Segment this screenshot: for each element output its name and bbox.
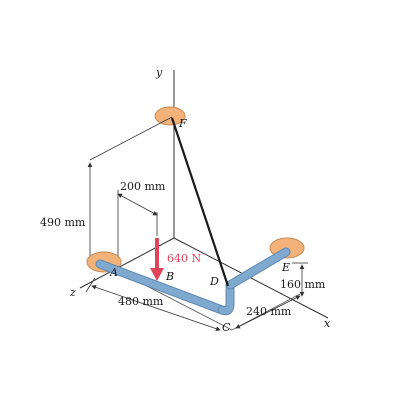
- axis-label-x: x: [324, 317, 331, 330]
- force-arrow-head: [150, 268, 164, 281]
- dim-line-480: [91, 285, 221, 331]
- point-label-D: D: [209, 275, 219, 288]
- dim-ext-480-left: [85, 277, 96, 293]
- point-label-B: B: [165, 270, 174, 283]
- force-label: 640 N: [167, 252, 201, 265]
- dim-label-490: 490 mm: [40, 216, 86, 229]
- dim-label-480: 480 mm: [118, 295, 164, 308]
- dim-label-200: 200 mm: [120, 180, 166, 193]
- point-label-A: A: [109, 266, 118, 279]
- axis-label-z: z: [69, 286, 76, 299]
- dim-label-160: 160 mm: [280, 278, 326, 291]
- pipe-DE-fill: [226, 248, 290, 289]
- cable-FD: [170, 117, 230, 287]
- point-label-E: E: [281, 261, 290, 274]
- point-label-F: F: [178, 117, 187, 130]
- bracket-F: [154, 106, 186, 126]
- dim-label-240: 240 mm: [246, 305, 292, 318]
- x-axis: [173, 237, 329, 319]
- dim-line-490-top: [89, 116, 173, 161]
- point-label-C: C: [222, 321, 231, 334]
- dim-line-240: [235, 295, 301, 329]
- axis-label-y: y: [155, 66, 163, 79]
- pipe-CD-fill: [218, 281, 234, 315]
- dim-line-200: [117, 193, 158, 216]
